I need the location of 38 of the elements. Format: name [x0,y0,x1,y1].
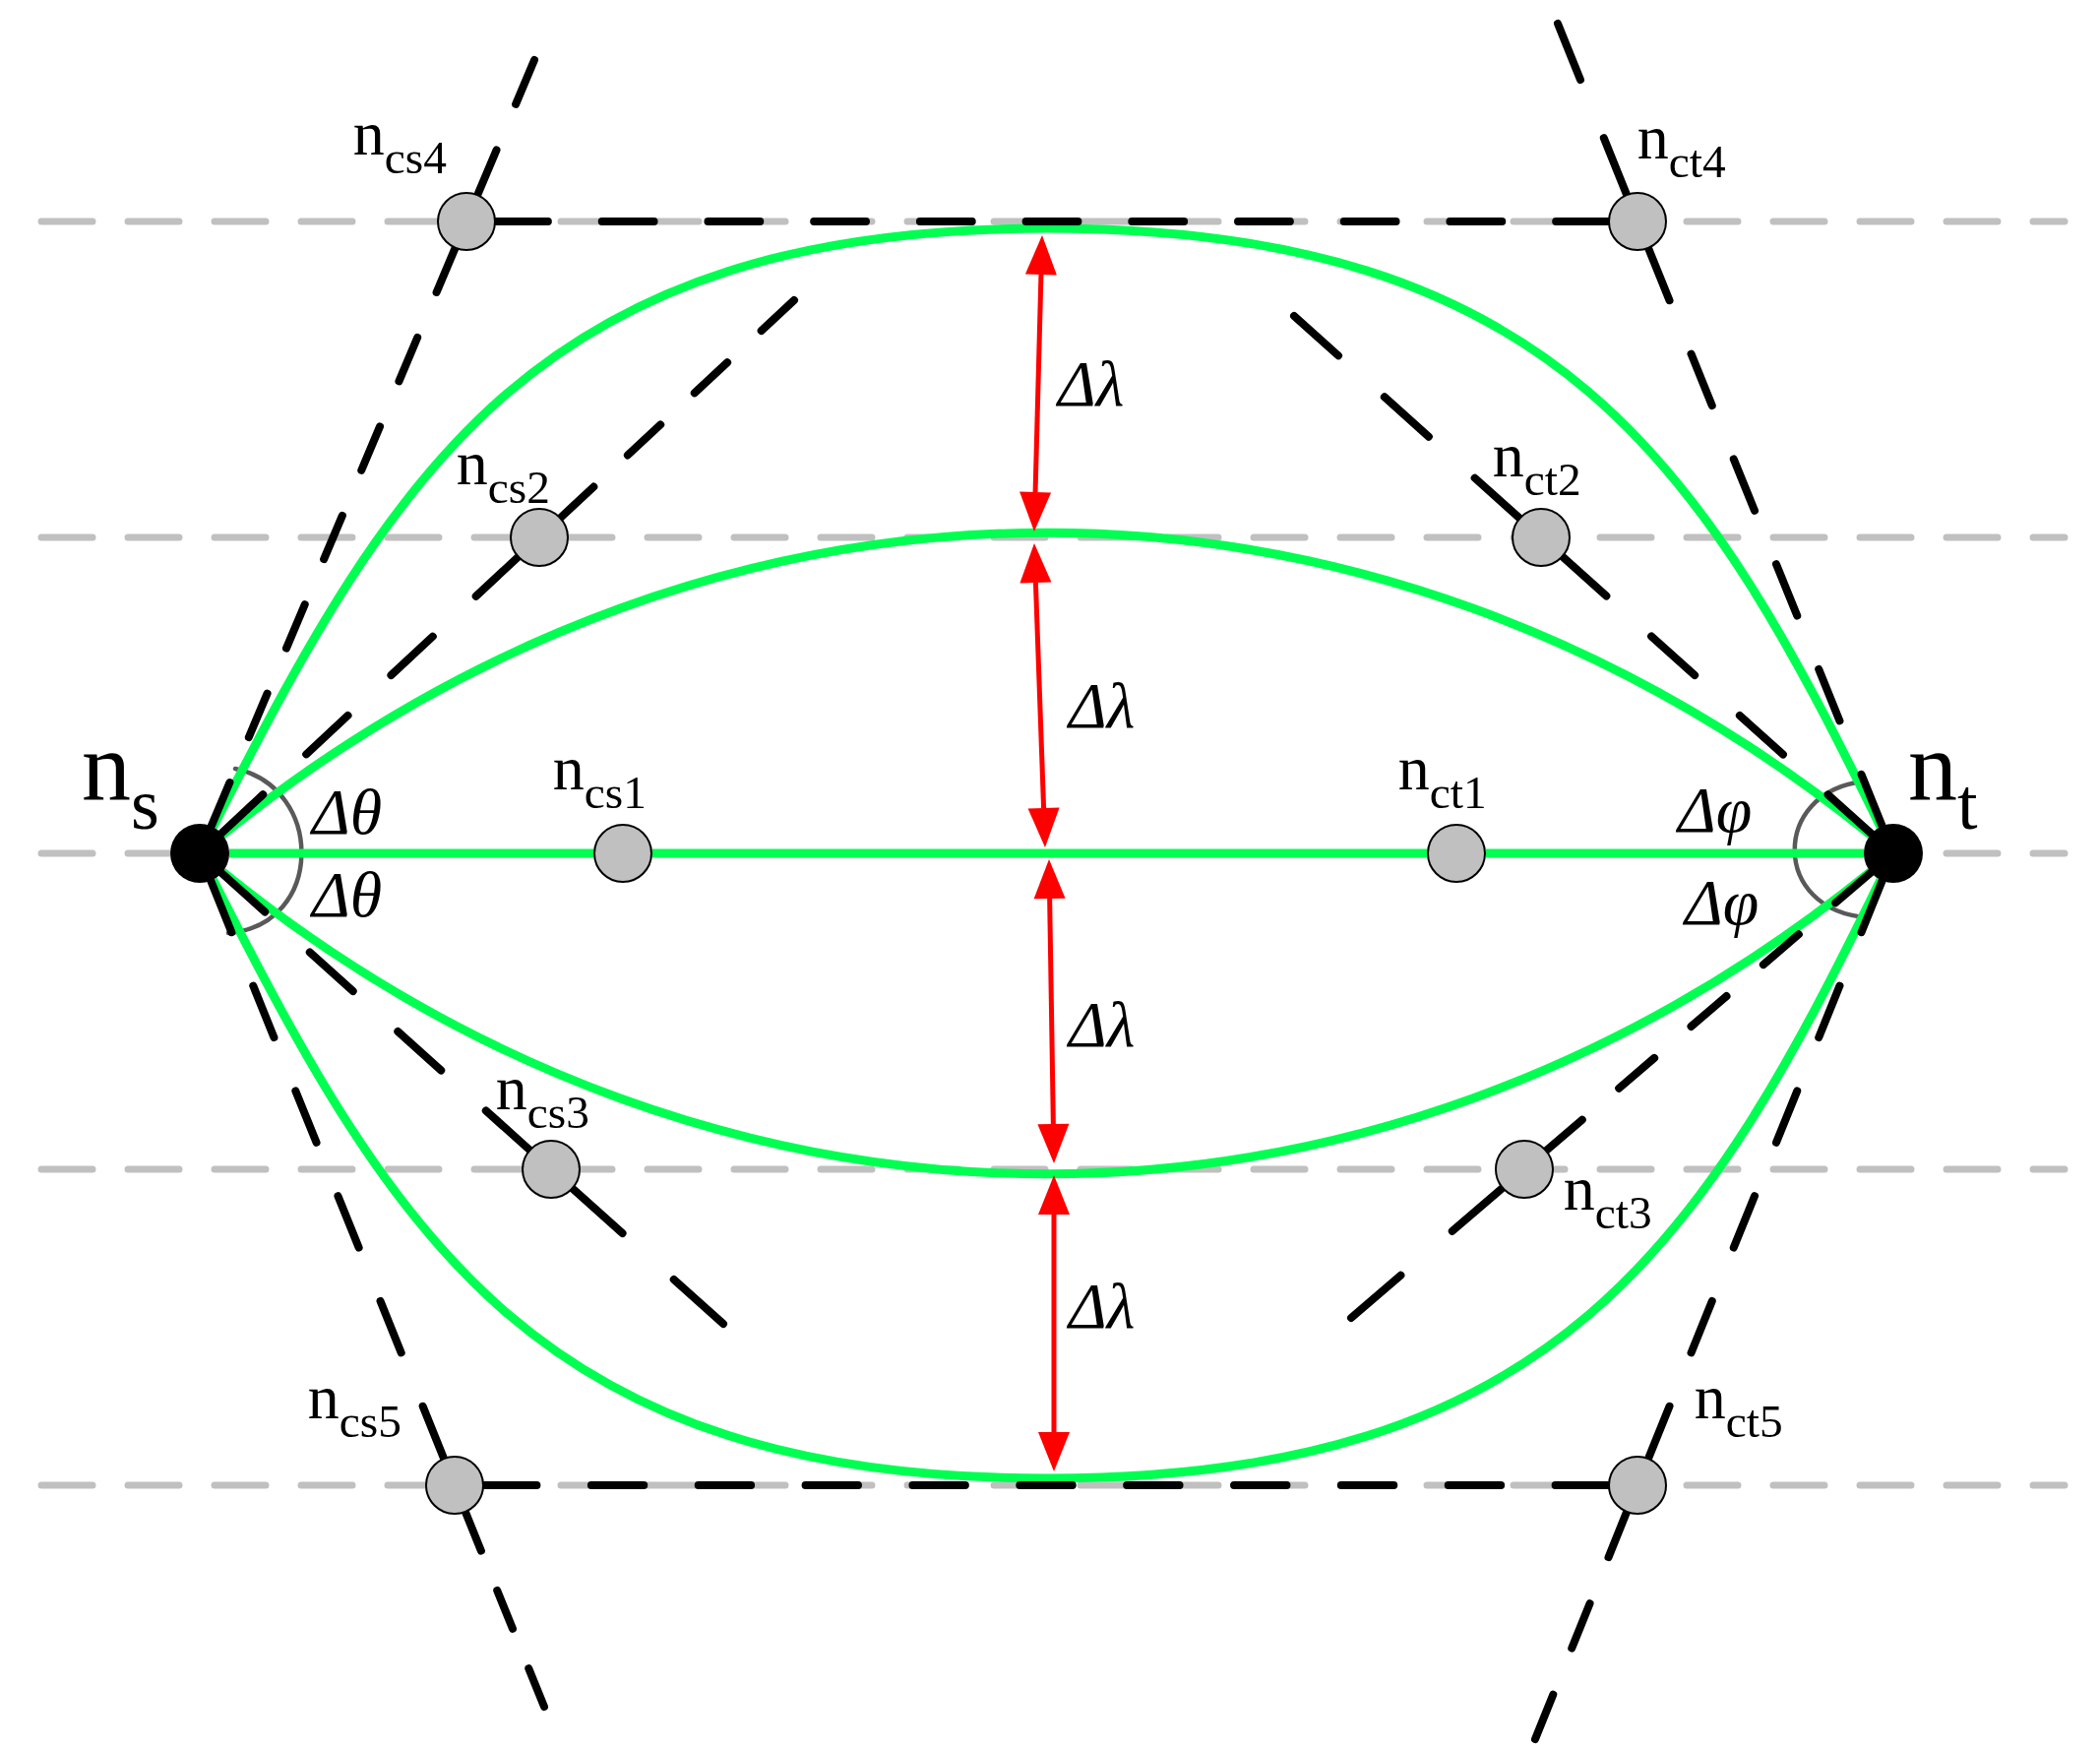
node-label: n$_{ct5}$ [1694,1365,1783,1446]
dot-icon [1864,824,1923,883]
dimension-label: Δλ [1069,992,1136,1057]
dashed-line [217,553,522,838]
dot-icon [510,508,569,567]
dot-icon [425,1456,484,1515]
dimension-label: Δλ [1069,673,1136,738]
node-label: n$_{cs1}$ [552,736,647,817]
dot-icon [1608,1456,1667,1515]
dot-icon [1512,508,1571,567]
node-label: n$_{cs3}$ [495,1056,589,1137]
node-label: n$_{s}$ [82,718,159,841]
dot-icon [1427,824,1486,883]
dot-icon [437,192,496,251]
dot-icon [1608,192,1667,251]
line [652,848,1427,858]
node-label: n$_{ct3}$ [1563,1156,1652,1237]
angle-label: Δθ [312,780,383,844]
node-label: n$_{t}$ [1908,718,1978,841]
dot-icon [593,824,652,883]
node-label: n$_{cs5}$ [307,1365,401,1446]
angle-label: Δθ [312,862,383,927]
node-label: n$_{ct2}$ [1492,423,1581,504]
node-label: n$_{cs4}$ [352,101,447,182]
line [229,848,593,858]
dot-icon [522,1140,581,1199]
line [1486,848,1864,858]
dimension-label: Δλ [1069,1274,1136,1339]
node-label: n$_{cs2}$ [456,431,550,512]
dashed-line [1542,868,1876,1155]
node-label: n$_{ct4}$ [1637,105,1726,186]
dashed-line [207,244,460,831]
dashed-line [217,869,533,1154]
dot-icon [1495,1140,1554,1199]
dimension-label: Δλ [1058,351,1125,416]
dashed-line [1559,553,1876,838]
dot-icon [170,824,229,883]
node-label: n$_{ct1}$ [1397,736,1487,817]
